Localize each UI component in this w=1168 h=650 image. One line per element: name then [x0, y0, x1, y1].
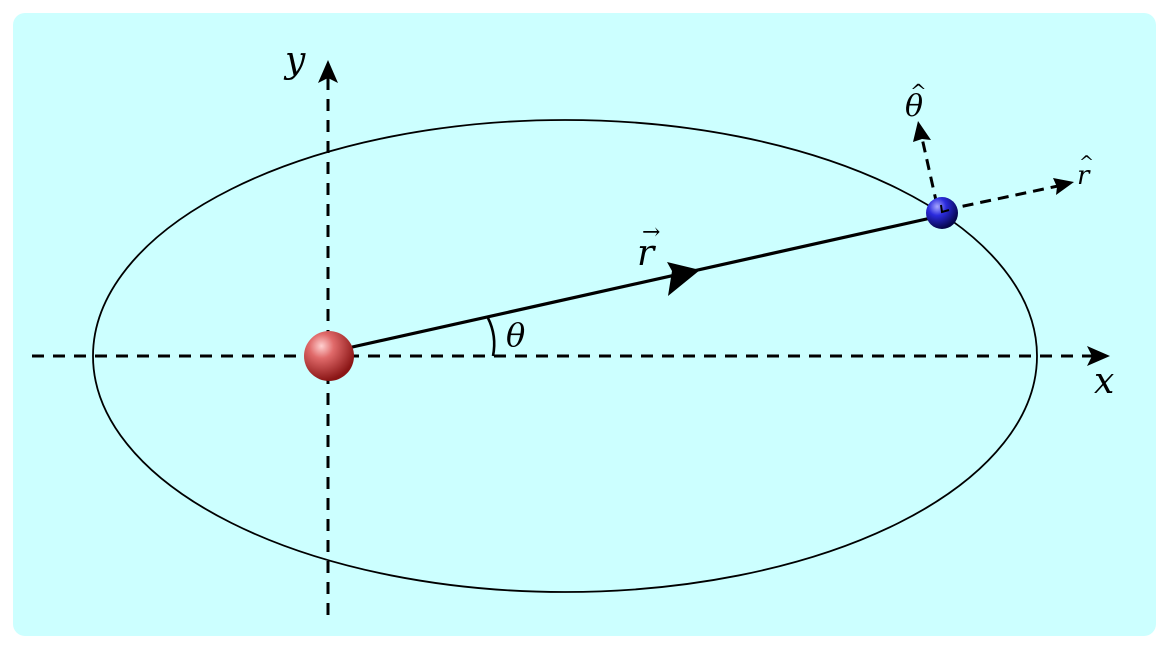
- y-axis-label: y: [283, 40, 306, 81]
- position-vector: [329, 214, 941, 354]
- orbit-ellipse: [92, 119, 1038, 593]
- diagram-background: [13, 13, 1156, 636]
- radial-unit-label: r: [1077, 161, 1091, 191]
- angular-unit-arrowhead: [913, 121, 931, 142]
- angular-unit-vector: [913, 121, 939, 206]
- right-angle-marker: [940, 204, 950, 214]
- angle-arc: [486, 317, 496, 357]
- angle-label: θ: [506, 316, 525, 354]
- position-vector-arrow-mark: →: [642, 220, 660, 245]
- x-axis-arrowhead: [1087, 346, 1110, 366]
- radial-unit-hat: ^: [1079, 152, 1094, 173]
- x-axis: [32, 346, 1110, 366]
- position-vector-arrowhead: [667, 262, 700, 296]
- radial-unit-arrowhead: [1053, 178, 1074, 195]
- central-body: [304, 331, 354, 381]
- y-axis-arrowhead: [318, 60, 338, 83]
- angular-unit-hat: ^: [910, 79, 927, 103]
- radial-unit-vector: [944, 178, 1074, 212]
- angular-unit-label: θ: [905, 89, 923, 124]
- y-axis: [318, 60, 338, 615]
- position-vector-label: r: [637, 233, 656, 274]
- x-axis-label: x: [1094, 361, 1114, 402]
